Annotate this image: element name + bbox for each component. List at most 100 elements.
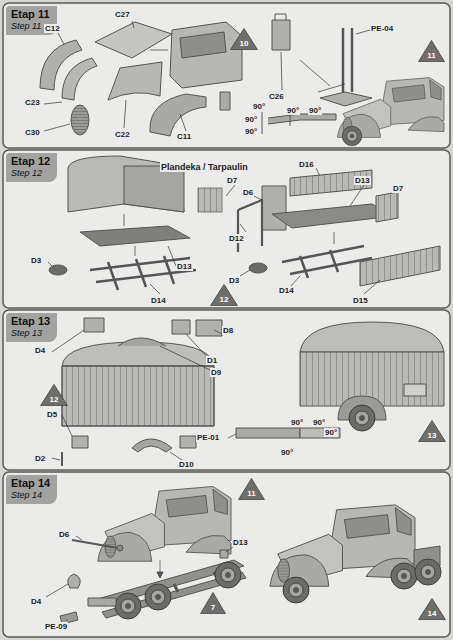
step-title: Etap 13 [11,315,50,328]
part-label: 90° [244,115,258,124]
part-label: D3 [30,256,42,265]
callout-number: 12 [40,384,68,404]
step-panel [3,3,450,148]
subassembly-triangle: 11 [238,478,265,500]
tarpaulin [300,322,444,352]
subassembly-triangle: 13 [418,420,446,442]
part-label: C27 [114,10,131,19]
step-title: Etap 14 [11,477,50,490]
wheel-arch-part [118,338,166,346]
part-label: 90° [324,428,338,437]
part-label: D8 [222,326,234,335]
box-part [196,320,222,336]
small-part [220,92,230,110]
wheel-arch-part [132,439,172,452]
subassembly-triangle: 12 [40,384,68,406]
part-label: D1 [206,356,218,365]
rod-part [72,540,118,548]
side-rail [290,170,372,196]
cab-assembly [98,487,231,562]
pe-strip [236,428,300,438]
part-label: D3 [228,276,240,285]
part-label: 90° [252,102,266,111]
part-label: D7 [226,176,238,185]
spare-wheel [49,265,67,275]
part-label: D6 [242,188,254,197]
part-label: D4 [34,346,46,355]
step-panel [3,310,450,470]
part-label: D14 [278,286,295,295]
subassembly-triangle: 11 [418,40,445,62]
lamp-part [68,574,81,588]
part-label: D16 [298,160,315,169]
callout-number: 14 [418,598,446,618]
part-label: D4 [30,597,42,606]
step-panel [3,472,450,637]
part-label: PE-01 [196,433,220,442]
part-label: 90° [290,418,304,427]
callout-number: 7 [200,592,226,612]
floor-part [80,226,190,246]
frame-part [90,256,196,290]
hood-part [95,22,172,58]
side-panel [108,62,162,100]
fender-part [62,58,97,100]
part-label: 90° [244,127,258,136]
jerrycan [272,20,290,50]
part-label: D13 [176,262,193,271]
pe-bracket [342,28,345,96]
callout-number: 10 [230,28,258,48]
side-rail [360,246,440,286]
part-label: C26 [268,92,285,101]
subassembly-triangle: 12 [210,284,238,306]
box-part [84,318,104,332]
part-label: D12 [228,234,245,243]
part-title: Plandeka / Tarpaulin [160,162,249,172]
part-label: C12 [44,24,61,33]
cab [170,22,242,88]
step-subtitle: Step 12 [11,168,50,179]
part-label: 90° [308,106,322,115]
part-label: D15 [352,296,369,305]
frame-u [238,200,262,252]
callout-number: 13 [418,420,446,440]
subassembly-triangle: 7 [200,592,226,614]
side-rail [376,192,398,222]
front-wall [262,186,286,230]
part-label: D14 [150,296,167,305]
grille-part [71,105,89,135]
step-header: Etap 13Step 13 [6,313,57,342]
part-label: D13 [354,176,371,185]
chassis [94,560,246,618]
part-label: C23 [24,98,41,107]
part-label: D5 [46,410,58,419]
part-label: D7 [392,184,404,193]
part-label: D6 [58,530,70,539]
part-label: D2 [34,454,46,463]
part-label: 90° [312,418,326,427]
part-label: C30 [24,128,41,137]
subassembly-triangle: 10 [230,28,258,50]
step-panel [3,150,450,308]
step-title: Etap 11 [11,8,50,21]
step-subtitle: Step 14 [11,490,50,501]
fender-part [150,94,206,136]
step-title: Etap 12 [11,155,50,168]
part-label: PE-09 [44,622,68,631]
step-subtitle: Step 13 [11,328,50,339]
part-label: D9 [210,368,222,377]
part-label: 90° [280,448,294,457]
spare-wheel [249,263,267,273]
subassembly-triangle: 14 [418,598,446,620]
callout-number: 11 [238,478,265,498]
part-label: D13 [232,538,249,547]
pe-fold-part [268,114,336,124]
part-label: C22 [114,130,131,139]
part-label: PE-04 [370,24,394,33]
part-label: D10 [178,460,195,469]
part-label: 90° [286,106,300,115]
step-header: Etap 12Step 12 [6,153,57,182]
box-part [172,320,190,334]
callout-number: 11 [418,40,445,60]
